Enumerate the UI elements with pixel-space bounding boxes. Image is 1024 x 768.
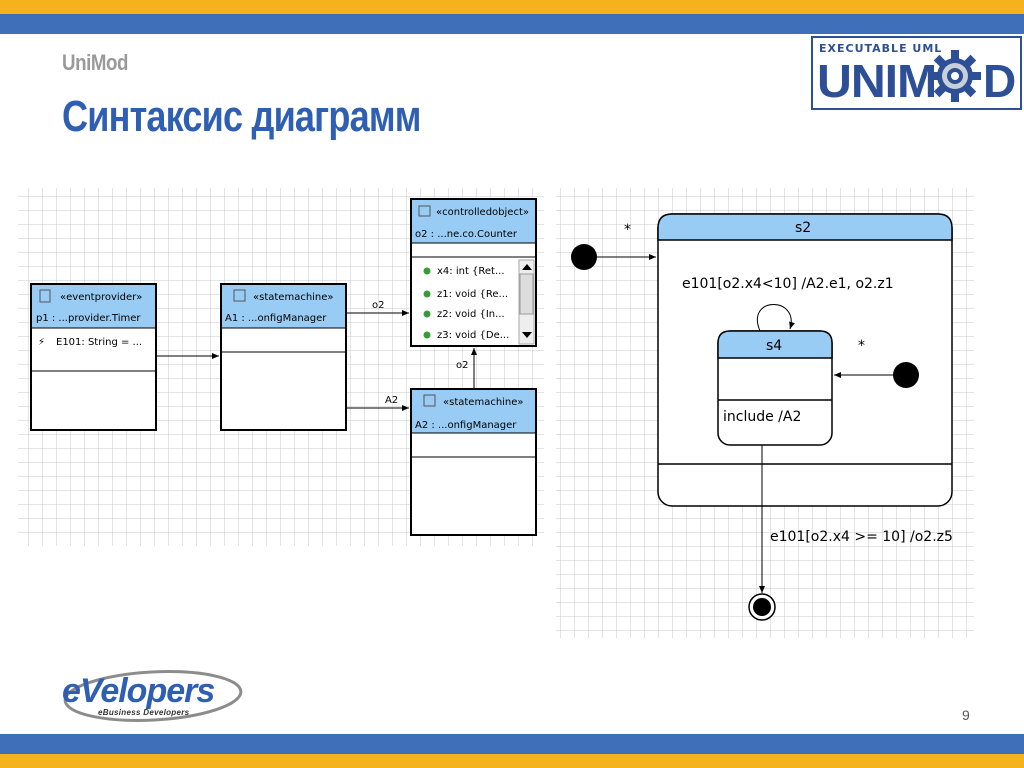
eventprovider-class[interactable]: «eventprovider» p1 : ...provider.Timer ⚡… (30, 283, 157, 431)
page-number: 9 (962, 707, 970, 723)
member-0: x4: int {Ret... (437, 266, 505, 277)
member-icon (423, 331, 431, 339)
bottom-blue-bar (0, 734, 1024, 754)
controlledobject-class[interactable]: «controlledobject» o2 : ...ne.co.Counter… (410, 198, 537, 347)
statemachine1-class[interactable]: «statemachine» A1 : ...onfigManager (220, 283, 347, 431)
initial-state-inner[interactable] (893, 362, 919, 388)
eventprovider-stereotype: «eventprovider» (60, 292, 142, 303)
swoosh-icon (63, 670, 243, 722)
statemachine2-class[interactable]: «statemachine» A2 : ...onfigManager (410, 388, 537, 536)
statemachine1-stereotype: «statemachine» (253, 292, 334, 303)
eventprovider-icon (39, 289, 51, 303)
member-3: z3: void {De... (437, 330, 509, 341)
logo-text: UNIM (817, 55, 937, 107)
scroll-down-icon[interactable] (522, 332, 532, 338)
logo-tagline: EXECUTABLE UML (819, 42, 943, 55)
controlledobject-icon (418, 205, 431, 217)
self-loop-transition (757, 304, 795, 332)
eventprovider-name: p1 : ...provider.Timer (36, 313, 141, 324)
state-s4-title: s4 (766, 338, 782, 354)
statemachine2-name: A2 : ...onfigManager (415, 420, 517, 431)
logo-text-tail: D (983, 55, 1017, 107)
initial-state-outer[interactable] (571, 244, 597, 270)
evelopers-logo: eVelopers eBusiness Developers (58, 668, 248, 728)
link-label-a2: A2 (385, 395, 398, 406)
unimod-logo: EXECUTABLE UML UNIM D (811, 36, 1022, 110)
top-yellow-bar (0, 0, 1024, 14)
member-icon (423, 290, 431, 298)
star-outer: * (624, 222, 631, 238)
member-icon (423, 310, 431, 318)
slide-title: Синтаксис диаграмм (62, 92, 421, 141)
evelopers-tagline: eBusiness Developers (98, 708, 190, 717)
member-icon (423, 267, 431, 275)
state-s4[interactable]: s4 include /A2 (717, 330, 833, 446)
controlledobject-name: o2 : ...ne.co.Counter (415, 229, 518, 240)
event-icon: ⚡ (38, 337, 45, 348)
statemachine-icon (423, 394, 436, 407)
statemachine2-stereotype: «statemachine» (443, 397, 524, 408)
slide-subtitle: UniMod (62, 50, 129, 75)
link-label-o2-b: o2 (456, 360, 468, 371)
scroll-thumb[interactable] (519, 273, 534, 315)
statemachine1-name: A1 : ...onfigManager (225, 313, 327, 324)
evelopers-name: eVelopers (62, 672, 215, 710)
bottom-yellow-bar (0, 754, 1024, 768)
link-label-o2: o2 (372, 300, 384, 311)
star-inner: * (858, 338, 865, 354)
member-2: z2: void {In... (437, 309, 505, 320)
scroll-up-icon[interactable] (522, 264, 532, 270)
eventprovider-field: E101: String = ... (56, 337, 142, 348)
loop-label: e101[o2.x4<10] /A2.e1, o2.z1 (682, 276, 894, 292)
statemachine-icon (233, 289, 246, 302)
controlledobject-stereotype: «controlledobject» (436, 207, 529, 218)
final-state-core (753, 598, 771, 616)
member-1: z1: void {Re... (437, 289, 508, 300)
top-blue-bar (0, 14, 1024, 34)
state-s4-body: include /A2 (723, 409, 801, 425)
exit-label: e101[o2.x4 >= 10] /o2.z5 (770, 529, 953, 545)
state-s2-title: s2 (795, 220, 811, 236)
gear-icon (929, 50, 981, 102)
